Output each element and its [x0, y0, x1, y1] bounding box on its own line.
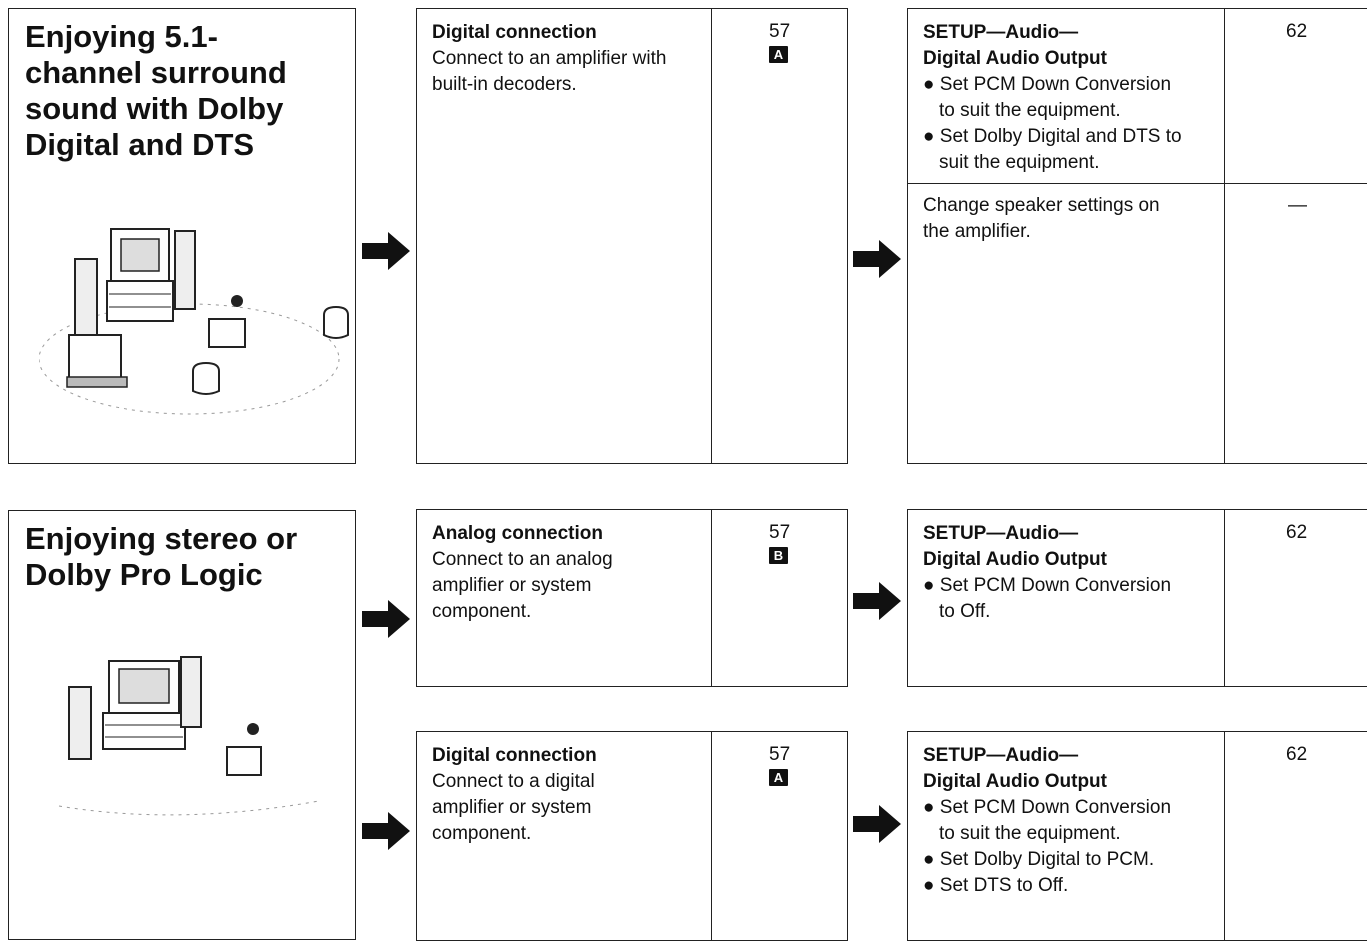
- bullet-item: ● Set DTS to Off.: [923, 875, 1069, 896]
- setup-text: SETUP—Audio— Digital Audio Output ● Set …: [923, 521, 1215, 625]
- connection-box: Analog connection Connect to an analog a…: [416, 509, 848, 687]
- stereo-system-illustration: [58, 656, 320, 816]
- page-reference: 62: [1286, 522, 1308, 543]
- settings-box: SETUP—Audio— Digital Audio Output ● Set …: [907, 509, 1367, 687]
- connection-title: Digital connection: [432, 22, 597, 43]
- page-reference: 57 B: [769, 522, 791, 564]
- bullet-item: ● Set Dolby Digital to PCM.: [923, 849, 1155, 870]
- connection-text: Digital connection Connect to a digital …: [432, 745, 597, 844]
- setup-text: SETUP—Audio— Digital Audio Output ● Set …: [923, 743, 1215, 899]
- right-arrow-icon: [362, 232, 410, 270]
- settings-box: SETUP—Audio— Digital Audio Output ● Set …: [907, 731, 1367, 941]
- section-heading: Enjoying 5.1- channel surround sound wit…: [25, 19, 287, 162]
- section-stereo-heading-box: Enjoying stereo or Dolby Pro Logic: [8, 510, 356, 940]
- page-reference: —: [1288, 195, 1307, 216]
- right-arrow-icon: [362, 600, 410, 638]
- page-reference: 57 A: [769, 21, 791, 63]
- settings-box: SETUP—Audio— Digital Audio Output ● Set …: [907, 8, 1367, 464]
- connection-box: Digital connection Connect to an amplifi…: [416, 8, 848, 464]
- section-heading: Enjoying stereo or Dolby Pro Logic: [25, 521, 298, 592]
- surround-system-illustration: [39, 228, 349, 415]
- connection-title: Analog connection: [432, 523, 603, 544]
- connection-text: Digital connection Connect to an amplifi…: [432, 22, 667, 95]
- page-reference: 57 A: [769, 744, 791, 786]
- connection-badge: A: [769, 769, 788, 786]
- right-arrow-icon: [362, 812, 410, 850]
- right-arrow-icon: [853, 240, 901, 278]
- connection-box: Digital connection Connect to a digital …: [416, 731, 848, 941]
- page-reference: 62: [1286, 21, 1308, 42]
- section-surround-heading-box: Enjoying 5.1- channel surround sound wit…: [8, 8, 356, 464]
- page-reference: 62: [1286, 744, 1308, 765]
- setup-text: SETUP—Audio— Digital Audio Output ● Set …: [923, 20, 1215, 176]
- speaker-settings-text: Change speaker settings on the amplifier…: [923, 195, 1160, 242]
- right-arrow-icon: [853, 582, 901, 620]
- connection-badge: B: [769, 547, 788, 564]
- connection-badge: A: [769, 46, 788, 63]
- right-arrow-icon: [853, 805, 901, 843]
- connection-text: Analog connection Connect to an analog a…: [432, 523, 613, 622]
- connection-title: Digital connection: [432, 745, 597, 766]
